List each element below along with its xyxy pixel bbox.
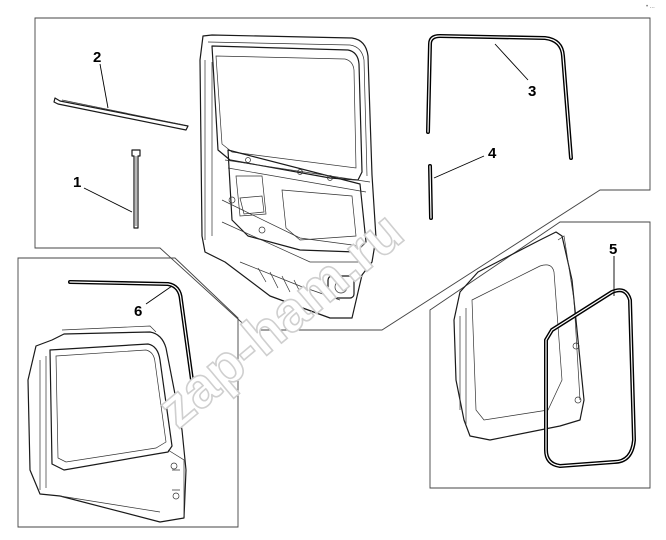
leader-lines <box>83 43 615 305</box>
right-panel-frame <box>429 221 651 489</box>
leader-4 <box>433 155 485 179</box>
leader-1 <box>83 187 133 213</box>
part-6-seal <box>68 280 194 382</box>
callout-3: 3 <box>528 83 536 100</box>
callout-6: 6 <box>134 303 142 320</box>
door-frame-right <box>453 231 585 441</box>
callout-4: 4 <box>488 145 497 162</box>
left-panel-frame <box>17 257 239 528</box>
callout-1: 1 <box>73 174 81 191</box>
leader-6 <box>145 285 173 305</box>
part-1-channel <box>131 149 141 229</box>
leader-2 <box>99 63 109 109</box>
part-5-seal <box>544 288 636 468</box>
callout-2: 2 <box>93 49 101 66</box>
part-2-strip <box>53 97 189 131</box>
corner-mark: • ... <box>646 4 655 10</box>
callout-5: 5 <box>609 241 617 258</box>
main-panel-frame <box>34 17 651 331</box>
door-frame-left <box>27 325 187 523</box>
part-4-seal <box>428 164 433 220</box>
part-3-seal <box>426 34 573 160</box>
leader-3 <box>494 43 529 81</box>
door-frame-main <box>199 34 377 319</box>
